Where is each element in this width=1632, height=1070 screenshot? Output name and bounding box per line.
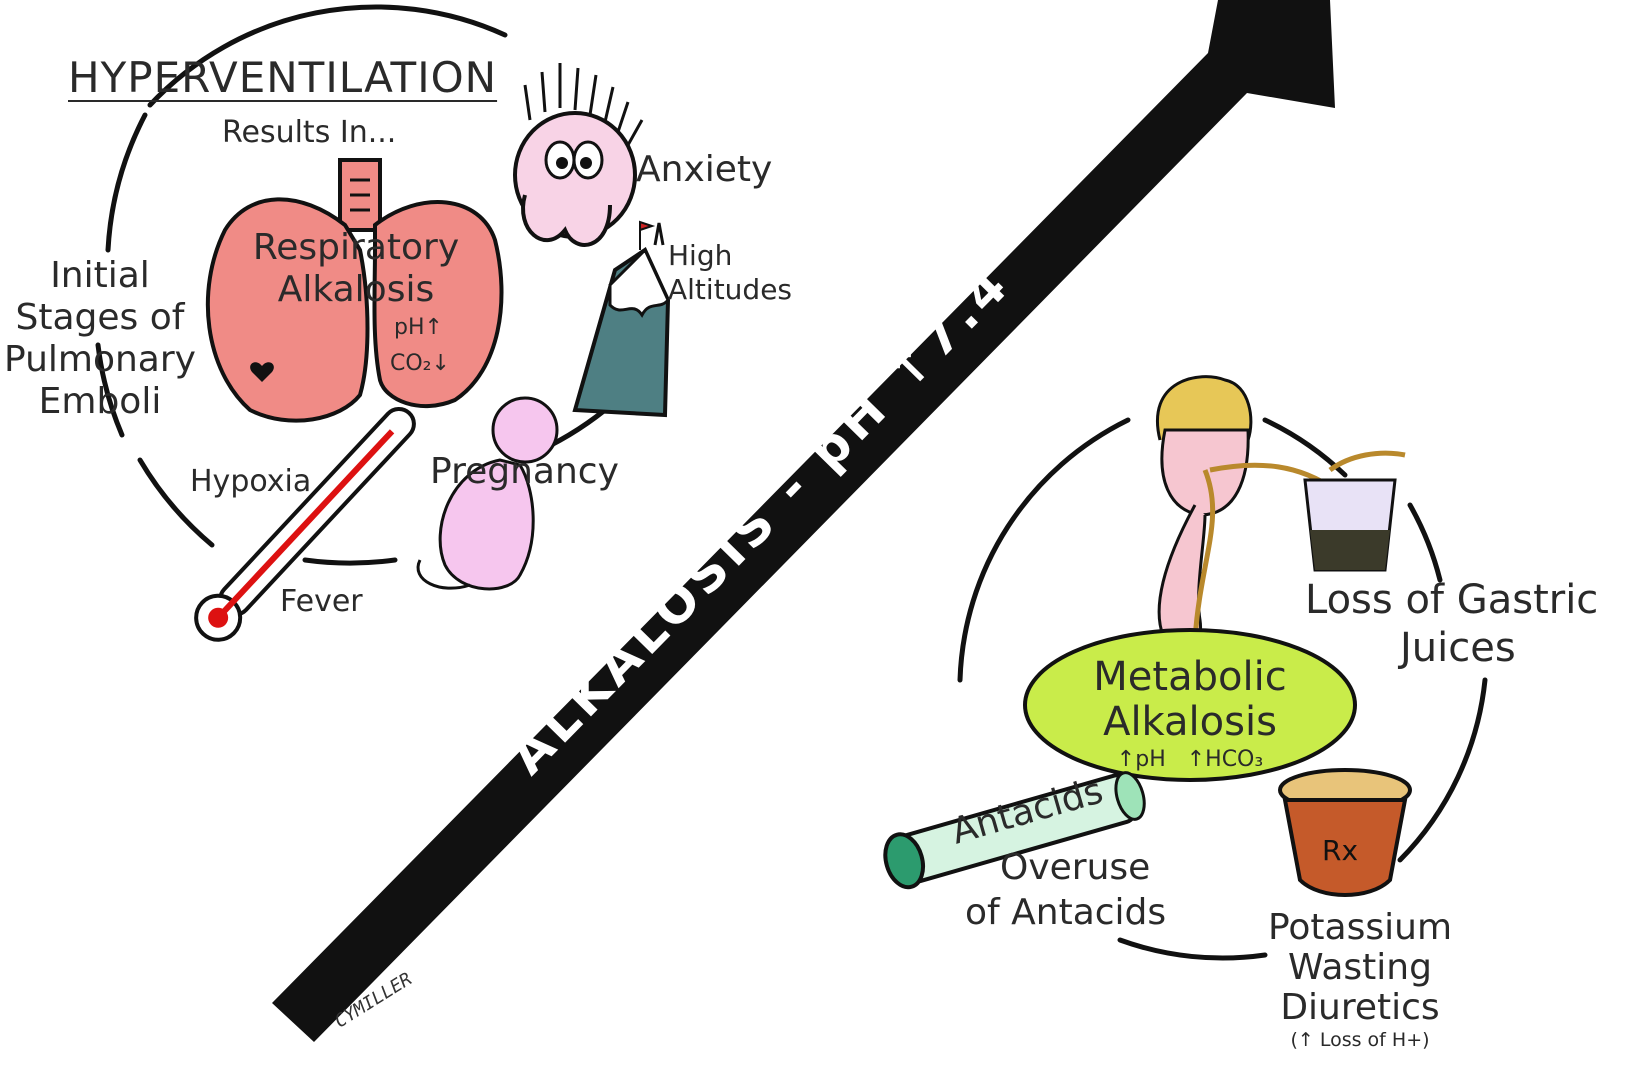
rx-label: Rx <box>1322 835 1358 866</box>
altitudes-label: Altitudes <box>668 274 792 305</box>
antacid-line2: of Antacids <box>965 893 1166 933</box>
co2-down-indicator: CO₂↓ <box>390 352 450 377</box>
pregnancy-label: Pregnancy <box>430 452 619 492</box>
high-label: High <box>668 240 732 271</box>
antacid-line1: Overuse <box>1000 848 1150 888</box>
ph-up-indicator: pH↑ <box>394 316 443 341</box>
gastric-line2: Juices <box>1400 626 1516 671</box>
respiratory-alkalosis-label: Alkalosis <box>236 270 476 310</box>
gastric-line1: Loss of Gastric <box>1305 578 1598 623</box>
diuretic-line3: Diuretics <box>1250 988 1470 1028</box>
metabolic-alkalosis-label: Alkalosis <box>1060 700 1320 745</box>
anxious-face-icon <box>515 63 642 245</box>
respiratory-label: Respiratory <box>236 228 476 268</box>
anxiety-label: Anxiety <box>636 150 772 190</box>
diuretic-line1: Potassium <box>1250 908 1470 948</box>
diuretic-line2: Wasting <box>1250 948 1470 988</box>
metabolic-indicators: ↑pH ↑HCO₃ <box>1090 748 1290 773</box>
pulmonary-line2: Stages of <box>0 298 200 338</box>
metabolic-label: Metabolic <box>1060 655 1320 700</box>
fever-label: Fever <box>280 585 363 619</box>
mountain-icon <box>575 222 668 415</box>
alkalosis-arrow <box>272 0 1335 1042</box>
pulmonary-line4: Emboli <box>0 382 200 422</box>
pregnant-woman-icon <box>418 398 557 589</box>
diuretic-note: (↑ Loss of H+) <box>1260 1030 1460 1051</box>
hypoxia-label: Hypoxia <box>190 465 311 499</box>
hyperventilation-title: HYPERVENTILATION <box>68 54 497 101</box>
pulmonary-line1: Initial <box>0 256 200 296</box>
results-in-label: Results In... <box>222 116 396 150</box>
prescription-jar-icon <box>1280 770 1410 895</box>
pulmonary-line3: Pulmonary <box>0 340 200 380</box>
